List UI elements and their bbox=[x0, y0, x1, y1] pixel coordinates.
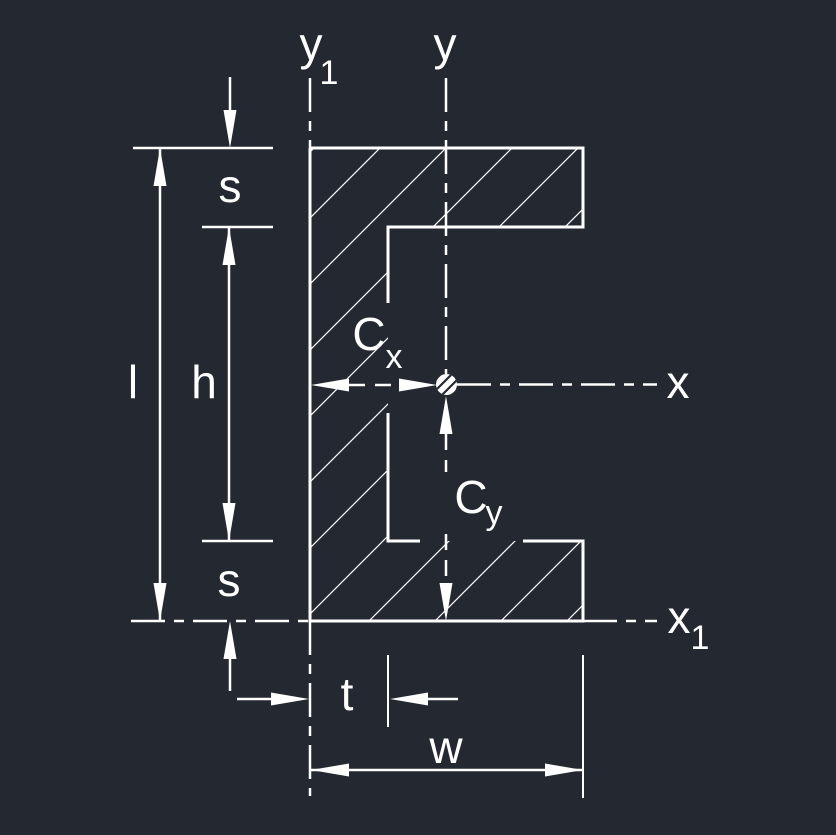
width-label: w bbox=[428, 721, 463, 773]
inner-height-label: h bbox=[191, 356, 217, 408]
arrow-up-icon bbox=[223, 621, 237, 659]
web-thickness-label: t bbox=[341, 668, 354, 720]
arrow-up-icon bbox=[222, 227, 236, 265]
axis-x1-label-sub: 1 bbox=[691, 619, 710, 657]
arrow-down-icon bbox=[439, 583, 453, 621]
dimension-inner-height bbox=[202, 225, 273, 543]
axis-x1-label: x bbox=[668, 591, 691, 643]
arrow-left-icon bbox=[390, 692, 428, 706]
dimension-centroid-y bbox=[439, 396, 453, 621]
centroid-y-label: C bbox=[454, 471, 487, 523]
dimension-centroid-x bbox=[311, 378, 437, 392]
arrow-right-icon bbox=[545, 763, 583, 777]
dimension-overall-height bbox=[133, 146, 273, 621]
arrow-up-icon bbox=[439, 396, 453, 434]
arrow-right-icon bbox=[271, 692, 309, 706]
centroid-y-label-sub: y bbox=[486, 494, 503, 532]
centroid-circle bbox=[436, 374, 457, 395]
arrow-down-icon bbox=[223, 110, 237, 148]
dimension-flange-bottom bbox=[223, 621, 237, 691]
arrow-left-icon bbox=[311, 378, 349, 392]
arrow-left-icon bbox=[311, 763, 349, 777]
flange-bottom-label: s bbox=[218, 554, 241, 606]
centroid-x-label-sub: x bbox=[386, 338, 403, 376]
axis-x-label: x bbox=[667, 356, 690, 408]
axis-y1-label: y bbox=[300, 18, 323, 70]
dimension-web-thickness bbox=[237, 655, 458, 727]
axis-y-label: y bbox=[434, 18, 457, 70]
arrow-down-icon bbox=[222, 503, 236, 541]
section-hatch-fill bbox=[310, 148, 583, 621]
overall-height-label: l bbox=[128, 356, 138, 408]
axis-y1-label-sub: 1 bbox=[320, 54, 339, 92]
flange-top-label: s bbox=[219, 160, 242, 212]
dimension-flange-top bbox=[223, 77, 237, 148]
labels: y 1 y x x 1 l h s s C x C y t w bbox=[128, 18, 710, 773]
dimension-width bbox=[311, 655, 584, 798]
arrow-up-icon bbox=[153, 148, 167, 186]
arrow-right-icon bbox=[399, 378, 437, 392]
centroid-x-label: C bbox=[352, 308, 385, 360]
arrow-down-icon bbox=[153, 583, 167, 621]
